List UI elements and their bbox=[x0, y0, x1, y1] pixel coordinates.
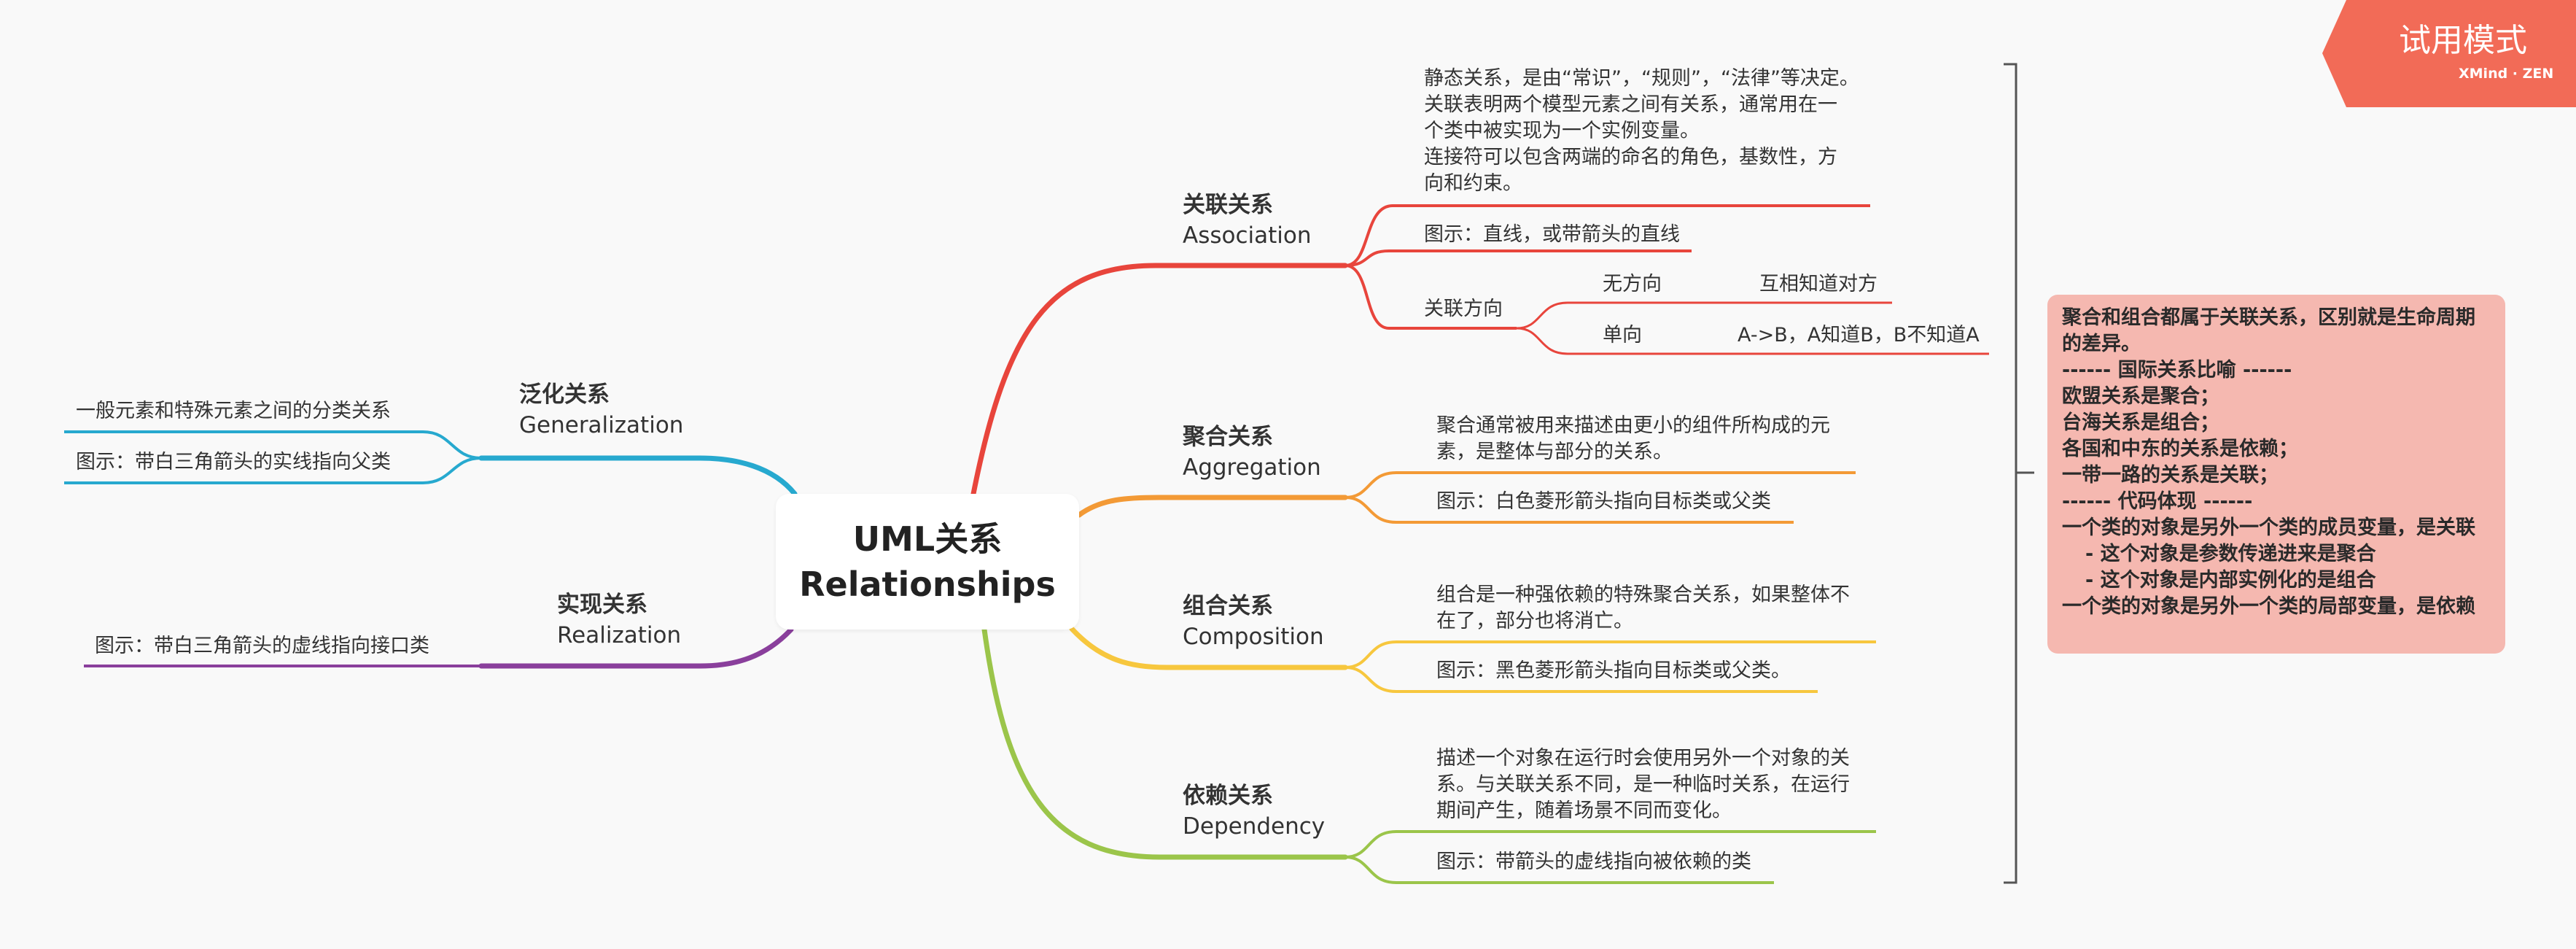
central-topic[interactable]: UML关系 Relationships bbox=[776, 494, 1079, 630]
generalization-title[interactable]: 泛化关系 bbox=[519, 381, 610, 408]
association-title[interactable]: 关联关系 bbox=[1183, 192, 1273, 218]
composition-title[interactable]: 组合关系 bbox=[1183, 593, 1273, 619]
dependency-diagram[interactable]: 图示：带箭头的虚线指向被依赖的类 bbox=[1436, 851, 1751, 873]
generalization-diagram[interactable]: 图示：带白三角箭头的实线指向父类 bbox=[76, 451, 391, 473]
central-subtitle: Relationships bbox=[799, 565, 1056, 604]
realization-title[interactable]: 实现关系 bbox=[557, 592, 647, 618]
dependency-desc[interactable]: 描述一个对象在运行时会使用另外一个对象的关 系。与关联关系不同，是一种临时关系，… bbox=[1436, 747, 1850, 822]
composition-subtitle: Composition bbox=[1183, 624, 1324, 650]
branch-association bbox=[970, 263, 1348, 497]
trial-mode-badge[interactable]: 试用模式 bbox=[2399, 22, 2527, 59]
central-title: UML关系 bbox=[852, 519, 1003, 559]
branch-dependency bbox=[981, 627, 1348, 860]
composition-desc[interactable]: 组合是一种强依赖的特殊聚合关系，如果整体不 在了，部分也将消亡。 bbox=[1436, 584, 1850, 632]
realization-diagram[interactable]: 图示：带白三角箭头的虚线指向接口类 bbox=[95, 635, 429, 657]
direction-one-value[interactable]: A->B，A知道B，B不知道A bbox=[1738, 324, 1980, 346]
association-diagram[interactable]: 图示：直线，或带箭头的直线 bbox=[1424, 223, 1680, 246]
generalization-desc[interactable]: 一般元素和特殊元素之间的分类关系 bbox=[76, 400, 391, 422]
aggregation-diagram[interactable]: 图示：白色菱形箭头指向目标类或父类 bbox=[1436, 490, 1771, 513]
summary-bracket bbox=[2004, 63, 2034, 884]
composition-diagram[interactable]: 图示：黑色菱形箭头指向目标类或父类。 bbox=[1436, 659, 1791, 682]
aggregation-desc[interactable]: 聚合通常被用来描述由更小的组件所构成的元 素，是整体与部分的关系。 bbox=[1436, 414, 1830, 463]
aggregation-subtitle: Aggregation bbox=[1183, 454, 1321, 481]
realization-subtitle: Realization bbox=[557, 622, 682, 648]
generalization-subtitle: Generalization bbox=[519, 412, 684, 438]
branch-realization bbox=[478, 627, 794, 669]
direction-none-value[interactable]: 互相知道对方 bbox=[1759, 273, 1877, 295]
summary-note[interactable]: 聚合和组合都属于关联关系，区别就是生命周期 的差异。 ------ 国际关系比喻… bbox=[2047, 295, 2505, 654]
aggregation-title[interactable]: 聚合关系 bbox=[1183, 424, 1273, 450]
direction-none[interactable]: 无方向 bbox=[1603, 273, 1662, 295]
direction-one[interactable]: 单向 bbox=[1603, 324, 1642, 346]
association-subtitle: Association bbox=[1183, 222, 1312, 249]
association-direction[interactable]: 关联方向 bbox=[1424, 298, 1503, 320]
branch-generalization bbox=[478, 455, 798, 497]
dependency-title[interactable]: 依赖关系 bbox=[1183, 783, 1273, 809]
branch-composition bbox=[1069, 626, 1348, 670]
dependency-subtitle: Dependency bbox=[1183, 813, 1326, 840]
branch-aggregation bbox=[1076, 495, 1348, 518]
xmind-logo: XMind · ZEN bbox=[2459, 66, 2554, 82]
association-desc[interactable]: 静态关系，是由“常识”，“规则”，“法律”等决定。 关联表明两个模型元素之间有关… bbox=[1424, 67, 1859, 195]
